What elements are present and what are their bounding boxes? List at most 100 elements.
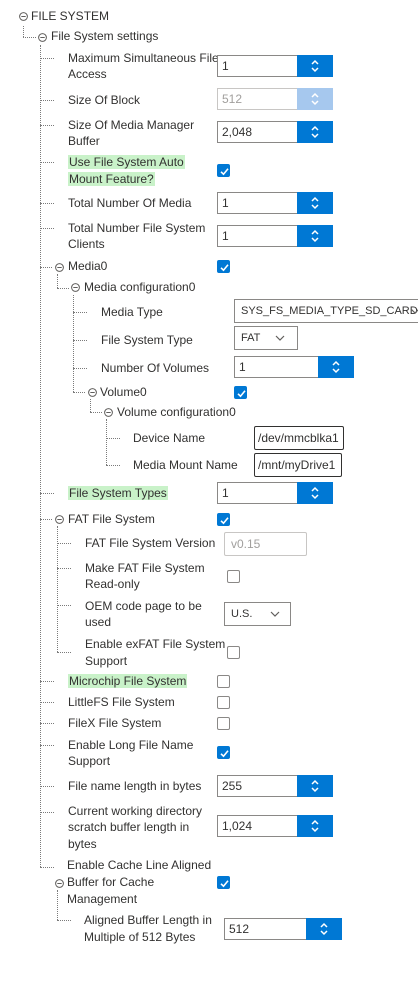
media-manager-buffer-spinner[interactable]: 2,048 [217, 121, 333, 143]
auto-mount-checkbox[interactable] [217, 164, 230, 177]
up-down-icon [310, 819, 320, 833]
long-names-checkbox[interactable] [217, 746, 230, 759]
media-config-label: Media configuration0 [84, 280, 196, 294]
fat-version-label: FAT File System Version [85, 536, 216, 550]
fs-type-label: File System Type [101, 333, 193, 347]
spin-button[interactable] [297, 121, 333, 143]
media0-checkbox[interactable] [217, 260, 230, 273]
spin-button[interactable] [306, 918, 342, 940]
up-down-icon [310, 229, 320, 243]
chevron-down-icon [275, 335, 285, 341]
fs-type-dropdown[interactable]: FAT [234, 326, 298, 350]
fat-readonly-label-2: Read-only [85, 577, 140, 591]
num-volumes-spinner[interactable]: 1 [234, 356, 354, 378]
collapse-icon[interactable] [71, 283, 80, 292]
cache-aligned-label-3: Management [67, 892, 138, 906]
spin-button[interactable] [318, 356, 354, 378]
cache-aligned-checkbox[interactable] [217, 876, 230, 889]
num-volumes-label: Number Of Volumes [101, 361, 210, 375]
media-type-value[interactable]: SYS_FS_MEDIA_TYPE_SD_CARD [241, 305, 418, 317]
spin-button[interactable] [297, 482, 333, 504]
up-down-icon [310, 92, 320, 106]
checkmark-icon [236, 388, 247, 399]
fat-fs-checkbox[interactable] [217, 513, 230, 526]
root-label: FILE SYSTEM [31, 9, 110, 23]
total-media-spinner[interactable]: 1 [217, 192, 333, 214]
fat-version-input: v0.15 [224, 532, 307, 556]
media-manager-buffer-value[interactable]: 2,048 [222, 125, 253, 139]
mount-name-label: Media Mount Name [133, 458, 238, 472]
cwd-buffer-value[interactable]: 1,024 [222, 819, 253, 833]
device-name-input[interactable]: /dev/mmcblka1 [254, 426, 344, 450]
aligned-length-label-1: Aligned Buffer Length in [84, 913, 212, 927]
media-type-dropdown[interactable]: SYS_FS_MEDIA_TYPE_SD_CARD [234, 299, 418, 323]
checkmark-icon [219, 262, 230, 273]
aligned-length-spinner[interactable]: 512 [224, 918, 342, 940]
media-manager-buffer-label-1: Size Of Media Manager [68, 118, 195, 132]
collapse-icon[interactable] [19, 12, 28, 21]
max-simultaneous-spinner[interactable]: 1 [217, 55, 333, 77]
max-simultaneous-value[interactable]: 1 [222, 59, 229, 73]
auto-mount-label-1: Use File System Auto [68, 154, 185, 171]
volume0-label: Volume0 [100, 385, 147, 399]
spin-button[interactable] [297, 55, 333, 77]
total-media-label: Total Number Of Media [68, 196, 192, 210]
collapse-icon[interactable] [38, 33, 47, 42]
fs-type-value[interactable]: FAT [241, 332, 261, 344]
up-down-icon [310, 59, 320, 73]
collapse-icon[interactable] [104, 408, 113, 417]
cache-aligned-label-1: Enable Cache Line Aligned [67, 858, 212, 872]
fat-fs-label: FAT File System [68, 512, 155, 526]
fat-readonly-label-1: Make FAT File System [85, 561, 205, 575]
exfat-label-1: Enable exFAT File System [85, 637, 226, 651]
littlefs-label: LittleFS File System [68, 695, 175, 709]
mount-name-input[interactable]: /mnt/myDrive1 [254, 453, 342, 477]
spin-button[interactable] [297, 192, 333, 214]
name-length-value[interactable]: 255 [222, 779, 243, 793]
collapse-icon[interactable] [55, 263, 64, 272]
max-simultaneous-label-1: Maximum Simultaneous File [68, 51, 219, 65]
total-clients-label-1: Total Number File System [68, 221, 206, 235]
exfat-checkbox[interactable] [227, 646, 240, 659]
cwd-buffer-spinner[interactable]: 1,024 [217, 815, 333, 837]
fs-types-text: File System Types [68, 486, 168, 500]
device-name-value[interactable]: /dev/mmcblka1 [258, 431, 339, 445]
volume-config-label: Volume configuration0 [117, 405, 236, 419]
aligned-length-value[interactable]: 512 [229, 922, 250, 936]
settings-label: File System settings [51, 29, 159, 43]
oem-code-page-label-2: used [85, 615, 112, 629]
device-name-label: Device Name [133, 431, 206, 445]
spin-button [297, 88, 333, 110]
spin-button[interactable] [297, 815, 333, 837]
auto-mount-label-2: Mount Feature? [68, 171, 155, 188]
filex-checkbox[interactable] [217, 717, 230, 730]
fs-types-value[interactable]: 1 [222, 486, 229, 500]
name-length-spinner[interactable]: 255 [217, 775, 333, 797]
collapse-icon[interactable] [88, 388, 97, 397]
microchip-fs-checkbox[interactable] [217, 675, 230, 688]
oem-code-page-dropdown[interactable]: U.S. [224, 602, 291, 626]
fat-readonly-checkbox[interactable] [227, 570, 240, 583]
total-clients-value[interactable]: 1 [222, 229, 229, 243]
size-of-block-value: 512 [222, 92, 243, 106]
auto-mount-text-1: Use File System Auto [68, 155, 185, 169]
media-type-label: Media Type [101, 305, 163, 319]
collapse-icon[interactable] [55, 879, 64, 888]
up-down-icon [331, 360, 341, 374]
oem-code-page-label-1: OEM code page to be [85, 599, 202, 613]
mount-name-value[interactable]: /mnt/myDrive1 [258, 458, 336, 472]
littlefs-checkbox[interactable] [217, 696, 230, 709]
checkmark-icon [219, 878, 230, 889]
total-media-value[interactable]: 1 [222, 196, 229, 210]
spin-button[interactable] [297, 225, 333, 247]
spin-button[interactable] [297, 775, 333, 797]
up-down-icon [319, 922, 329, 936]
collapse-icon[interactable] [55, 515, 64, 524]
num-volumes-value[interactable]: 1 [239, 360, 246, 374]
oem-code-page-value[interactable]: U.S. [231, 608, 253, 620]
total-clients-label-2: Clients [68, 237, 105, 251]
fs-types-spinner[interactable]: 1 [217, 482, 333, 504]
chevron-down-icon [410, 308, 418, 314]
total-clients-spinner[interactable]: 1 [217, 225, 333, 247]
volume0-checkbox[interactable] [234, 386, 247, 399]
